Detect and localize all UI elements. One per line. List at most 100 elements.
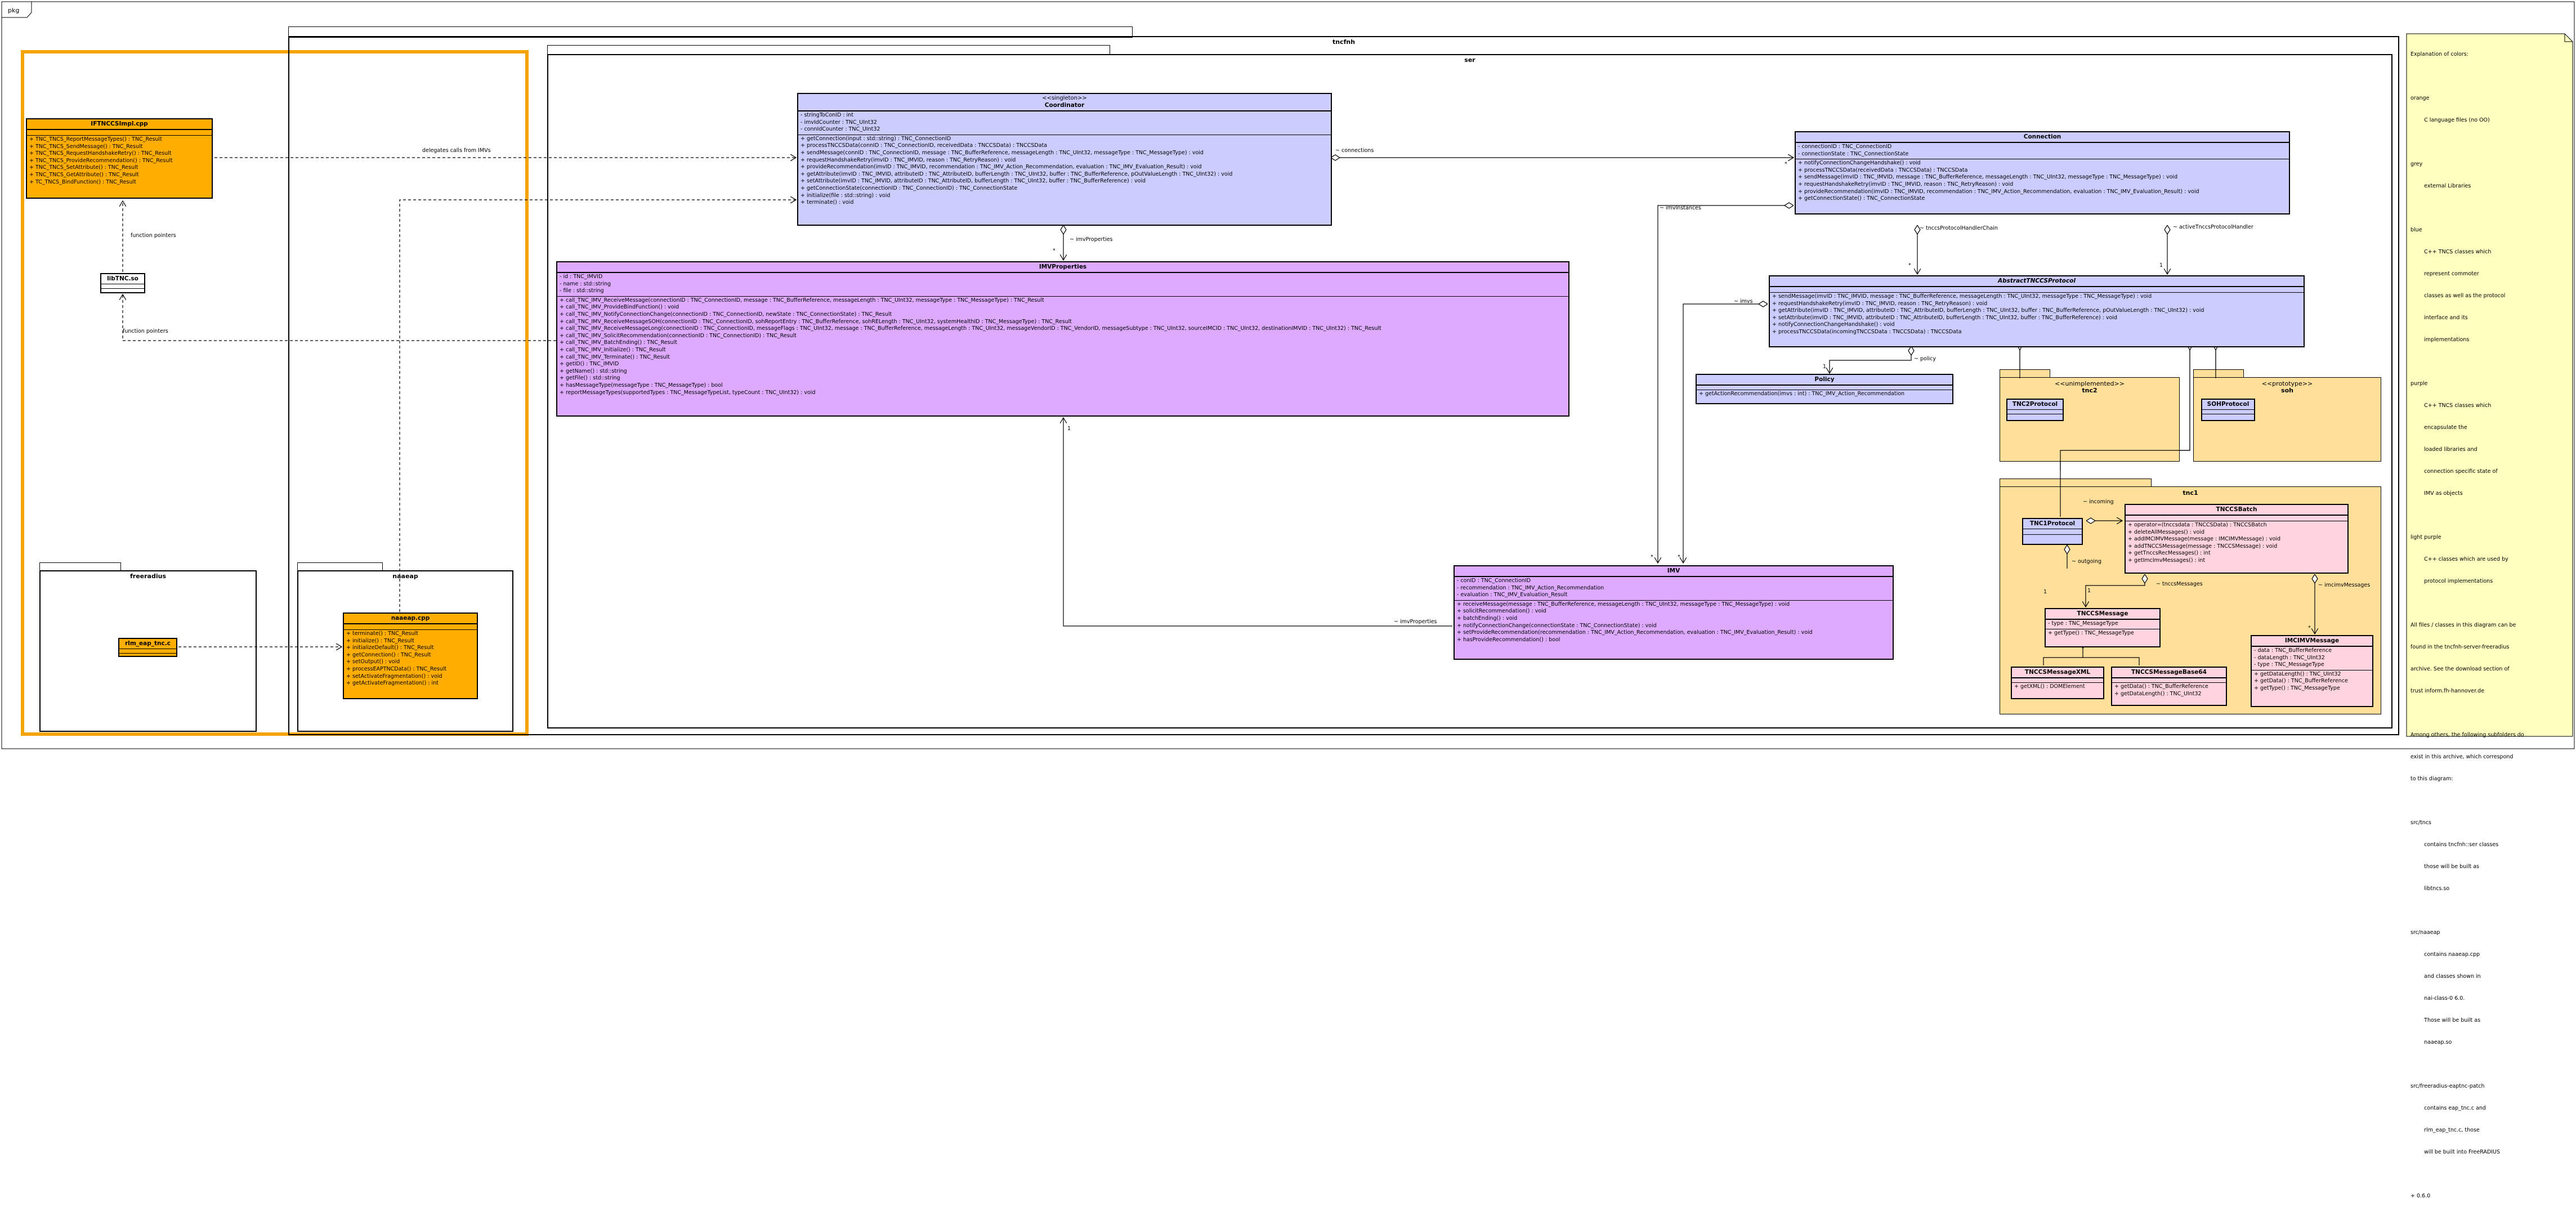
package-tab-tncfnh (288, 26, 1133, 38)
class-naaeap: naaeap.cpp + terminate() : TNC_Result + … (343, 613, 478, 699)
operation: + requestHandshakeRetry(imvID : TNC_IMVI… (1798, 181, 2014, 187)
operations-section: + operator=(tnccsdata : TNCCSData) : TNC… (2126, 521, 2347, 566)
note-line: C language files (no OO) (2410, 117, 2490, 123)
note-line: light purple (2410, 534, 2441, 540)
note-line (2410, 1170, 2524, 1178)
attributes-section: - id : TNC_IMVID - name : std::string - … (557, 273, 1568, 297)
class-tnc2protocol: TNC2Protocol (2006, 399, 2064, 421)
class-name: naaeap.cpp (391, 615, 430, 622)
note-line: implementations (2410, 337, 2470, 343)
attributes-section (2112, 678, 2226, 683)
attribute: - id : TNC_IMVID (560, 274, 603, 280)
label-imvproperties: ~ imvProperties (1394, 619, 1437, 625)
note-line: those will be built as (2410, 864, 2479, 870)
note-line (2410, 1061, 2524, 1068)
note-line: loaded libraries and (2410, 446, 2477, 453)
multiplicity: * (2308, 625, 2311, 631)
class-name: IMCIMVMessage (2284, 637, 2340, 644)
class-imvproperties: IMVProperties - id : TNC_IMVID - name : … (556, 261, 1569, 417)
operation: + getData() : TNC_BufferReference (2254, 678, 2348, 685)
class-name: TNCCSMessage (2077, 610, 2128, 617)
operation: + TNC_TNCS_ProvideRecommendation() : TNC… (29, 157, 173, 164)
note-line: represent commoter (2410, 271, 2479, 277)
package-title-soh: soh (2281, 387, 2293, 394)
class-name: rlm_eap_tnc.c (125, 640, 171, 647)
operations-section: + getActionRecommendation(imvs : int) : … (1697, 390, 1952, 399)
attribute: - dataLength : TNC_UInt32 (2254, 654, 2325, 661)
attributes-section: - stringToConID : int - imvIdCounter : T… (798, 111, 1331, 135)
operation: + getData() : TNC_BufferReference (2114, 683, 2208, 690)
attributes-section (2012, 678, 2103, 683)
class-name: libTNC.so (107, 275, 138, 282)
attribute: - type : TNC_MessageType (2254, 661, 2324, 668)
class-tnc1protocol: TNC1Protocol (2022, 518, 2083, 545)
operation: + getType() : TNC_MessageType (2048, 629, 2134, 636)
operation: + processTNCCSData(receivedData : TNCCSD… (1798, 167, 1968, 173)
note-line: contains naaeap.cpp (2410, 951, 2480, 958)
note-shape (2406, 33, 2573, 737)
operation: + getConnectionState(connectionID : TNC_… (800, 185, 1018, 191)
note-line: orange (2410, 95, 2430, 101)
note-line: rlm_eap_tnc.c, those (2410, 1127, 2480, 1133)
operation: + call_TNC_IMV_BatchEnding() : TNC_Resul… (560, 339, 677, 346)
package-stereotype-soh: <<prototype>> (2261, 380, 2313, 387)
note-line: encapsulate the (2410, 424, 2467, 431)
color-legend-note: Explanation of colors: orange C language… (2410, 36, 2524, 1207)
attributes-section (27, 130, 212, 136)
package-title-tnc1: tnc1 (2183, 489, 2198, 497)
operation: + getDataLength() : TNC_UInt32 (2114, 690, 2202, 697)
class-name: Coordinator (1044, 102, 1085, 109)
note-line: Those will be built as (2410, 1017, 2481, 1023)
operation: + terminate() : TNC_Result (346, 631, 418, 637)
package-naaeap: naaeap (297, 570, 513, 732)
class-connection: Connection - connectionID : TNC_Connecti… (1795, 131, 2290, 214)
note-line: + 0.6.0 (2410, 1193, 2431, 1199)
class-imcimvmessage: IMCIMVMessage - data : TNC_BufferReferen… (2251, 635, 2373, 707)
note-line: contains eap_tnc.c and (2410, 1105, 2486, 1111)
label-imvproperties: ~ imvProperties (1070, 236, 1113, 243)
operation: + getID() : TNC_IMVID (560, 361, 619, 368)
operation: + call_TNC_IMV_NotifyConnectionChange(co… (560, 311, 892, 318)
note-line: src/tncs (2410, 820, 2431, 826)
operation: + getConnectionState() : TNC_ConnectionS… (1798, 195, 1925, 202)
class-name: IMVProperties (1039, 263, 1087, 270)
attributes-section (344, 624, 477, 630)
class-name: IFTNCCSImpl.cpp (91, 120, 148, 127)
note-line: Explanation of colors: (2410, 51, 2468, 57)
package-title-tnc2: tnc2 (2082, 387, 2098, 394)
label-tnccsprotocolhandlerchain: ~ tnccsProtocolHandlerChain (1920, 225, 1998, 231)
class-name: SOHProtocol (2207, 401, 2249, 408)
operation: + TNC_TNCS_GetAttribute() : TNC_Result (29, 171, 139, 178)
attribute: - evaluation : TNC_IMV_Evaluation_Result (1457, 592, 1568, 598)
operations-section: + getXML() : DOMElement (2012, 683, 2103, 692)
operation: + setOutput() : void (346, 659, 400, 665)
note-line (2410, 797, 2524, 804)
operation: + call_TNC_IMV_ProvideBindFunction() : v… (560, 304, 679, 311)
operation: + getType() : TNC_MessageType (2254, 685, 2340, 691)
operation: + call_TNC_IMV_Terminate() : TNC_Result (560, 354, 670, 360)
operation: + getXML() : DOMElement (2014, 683, 2085, 690)
note-line: archive. See the download section of (2410, 666, 2510, 672)
operations-section: + getConnection(input : std::string) : T… (798, 135, 1331, 208)
note-line: protocol implementations (2410, 578, 2493, 584)
note-line: to this diagram: (2410, 776, 2453, 782)
note-line: IMV as objects (2410, 490, 2463, 497)
operations-section: + sendMessage(imvID : TNC_IMVID, message… (1770, 293, 2304, 337)
operation: + requestHandshakeRetry(imvID : TNC_IMVI… (800, 157, 1016, 163)
operation: + sendMessage(imvID : TNC_IMVID, message… (1772, 293, 2152, 299)
operation: + terminate() : void (800, 199, 854, 206)
note-line: C++ classes which are used by (2410, 556, 2508, 562)
label-imvinstances: ~ imvInstances (1660, 205, 1701, 211)
multiplicity: * (1053, 248, 1056, 254)
attribute: - name : std::string (560, 280, 611, 287)
class-name: TNCCSMessageXML (2024, 669, 2091, 676)
operations-section: + getType() : TNC_MessageType (2046, 629, 2159, 638)
attribute: - imvIdCounter : TNC_UInt32 (800, 119, 877, 126)
operation: + getAttribute(imvID : TNC_IMVID, attrib… (800, 171, 1233, 177)
attribute: - conID : TNC_ConnectionID (1457, 578, 1531, 584)
note-line (2410, 512, 2524, 519)
note-line (2410, 709, 2524, 717)
multiplicity: * (1785, 161, 1787, 167)
package-tncfnh: tncfnh (288, 36, 2399, 735)
note-line: connection specific state of (2410, 468, 2498, 475)
